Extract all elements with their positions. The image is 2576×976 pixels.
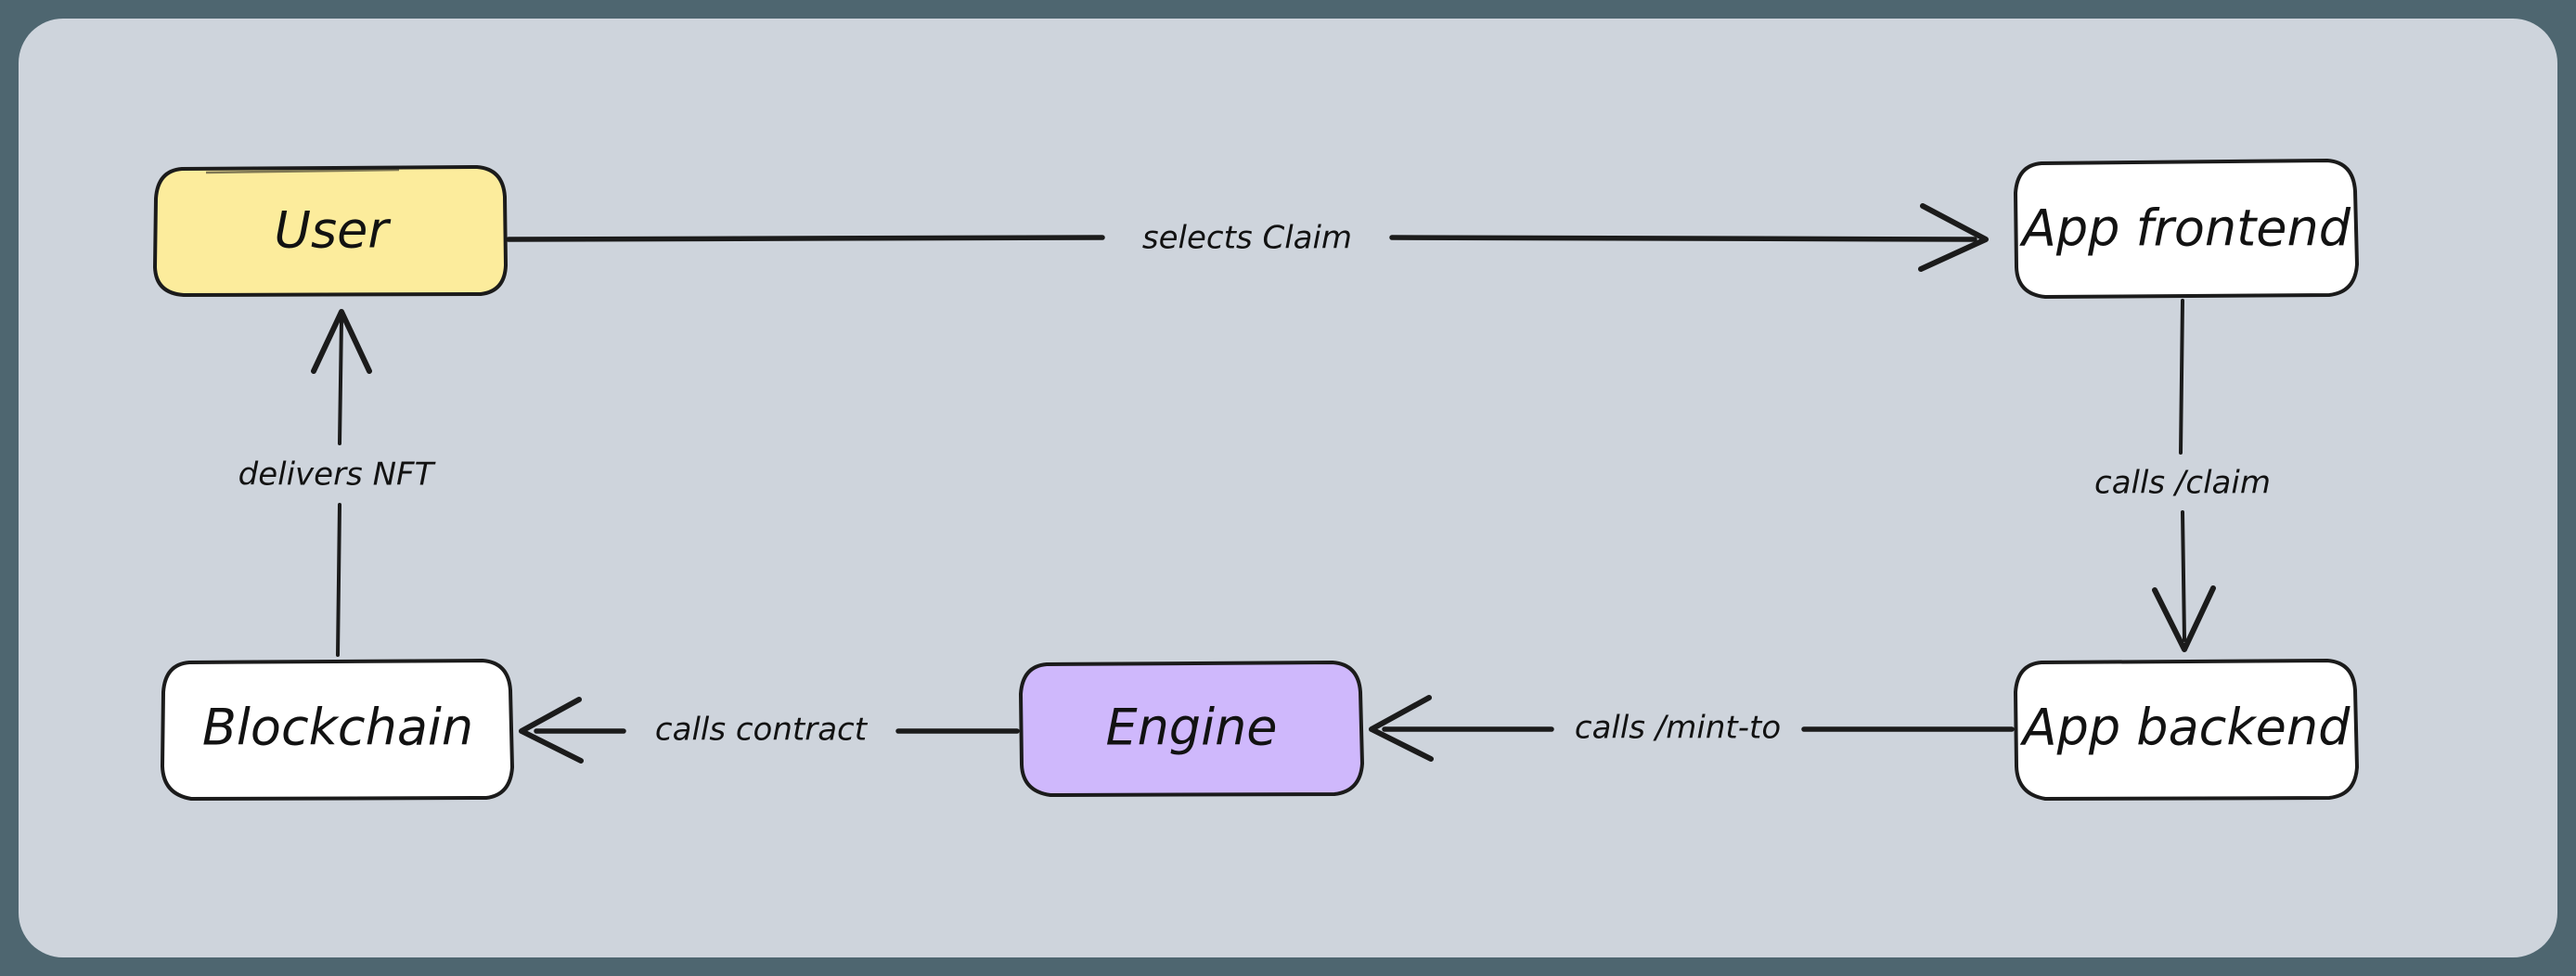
edge-label-selects-claim: selects Claim [1142,220,1352,257]
edge-line-left-segment [506,235,1105,242]
edge-label-delivers-nft: delivers NFT [238,456,436,494]
arrow-head-up-icon [311,309,372,374]
node-engine-label: Engine [1105,699,1277,757]
node-app-frontend[interactable]: App frontend [2014,159,2359,299]
edge-engine-to-blockchain[interactable]: calls contract [519,697,1020,764]
node-user[interactable]: User [153,165,508,297]
edge-label-calls-claim: calls /claim [2094,465,2271,502]
node-user-label: User [274,201,391,260]
edge-app-backend-to-engine[interactable]: calls /mint-to [1369,695,2015,762]
node-engine[interactable]: Engine [1019,661,1364,797]
node-app-frontend-label: App frontend [2019,199,2351,258]
edge-line-lower-segment [2181,510,2186,642]
arrow-head-left-icon [1369,695,1434,762]
edge-line-lower-segment [336,503,341,657]
arrow-head-right-icon [1918,203,1989,272]
edge-label-calls-contract: calls contract [655,712,869,749]
arrow-head-left-icon [519,697,584,764]
node-blockchain-label: Blockchain [202,699,473,757]
edge-blockchain-to-user[interactable]: delivers NFT [238,309,436,657]
edge-line-upper-segment [2179,299,2184,455]
arrow-head-down-icon [2152,585,2216,652]
node-user-sketch-stroke [205,168,400,174]
node-app-frontend-shape [2014,159,2359,299]
edge-label-calls-mint-to: calls /mint-to [1575,710,1781,747]
edge-user-to-app-frontend[interactable]: selects Claim [506,203,1989,272]
edge-line-right-segment [1389,235,1977,242]
node-blockchain-shape [161,659,514,801]
node-app-backend[interactable]: App backend [2014,659,2359,801]
node-app-backend-shape [2014,659,2359,801]
node-blockchain[interactable]: Blockchain [161,659,514,801]
edge-app-frontend-to-app-backend[interactable]: calls /claim [2094,299,2271,652]
node-user-shape [153,165,508,297]
node-engine-shape [1019,661,1364,797]
node-app-backend-label: App backend [2020,699,2351,757]
edge-line-upper-segment [338,317,343,445]
